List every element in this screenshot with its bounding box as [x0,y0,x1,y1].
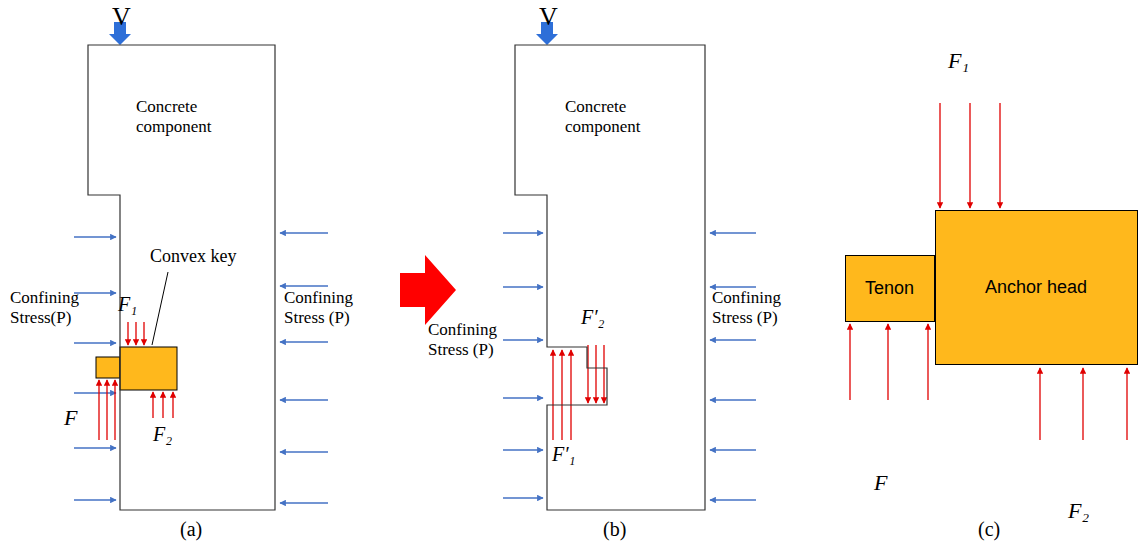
arrow [74,342,116,343]
arrow [1039,368,1040,440]
arrow [127,322,128,345]
arrow [849,324,850,400]
node-text: Anchor head [985,277,1087,298]
force-label: F₂ [1068,498,1089,523]
arrow [969,103,970,208]
arrow [503,232,543,233]
part-box: Anchor head [935,210,1138,365]
concrete-component: Concrete component [88,45,275,510]
arrow [280,341,328,342]
arrow [114,380,115,440]
arrow [595,345,596,403]
arrow [1126,368,1127,440]
panel-label: (a) [180,518,202,541]
arrow [74,499,116,500]
arrow [172,392,173,418]
panel-label: (c) [978,518,1000,541]
load-label: V [112,2,131,32]
arrow [887,324,888,400]
arrow [939,103,940,208]
arrow [280,451,328,452]
stress-label: Confining Stress(P) [10,288,110,327]
arrow [162,392,163,418]
arrow [710,339,756,340]
arrow [552,350,553,440]
part-box: Tenon [845,255,935,322]
load-label: V [539,2,558,32]
arrow [710,449,756,450]
node-text: Concrete component [136,97,246,136]
arrow [74,292,116,293]
convex-key [96,347,177,390]
panel-label: (b) [603,518,626,541]
arrow [503,497,543,498]
arrow [710,232,756,233]
node-text: Tenon [865,278,914,299]
arrow [135,322,136,345]
callout-label: Convex key [150,246,236,267]
arrow [74,447,116,448]
arrow [98,380,99,440]
stress-label: Confining Stress (P) [712,288,812,327]
arrow [280,399,328,400]
arrow [710,399,756,400]
force-label: F₁ [118,293,137,316]
concrete-component: Concrete component [515,45,705,510]
arrow [152,392,153,418]
arrow [106,380,107,440]
node-text: Concrete component [565,97,675,136]
arrow [280,285,328,286]
arrow [1082,368,1083,440]
force-label: F [874,470,887,495]
arrow [603,345,604,403]
arrow [280,232,328,233]
transition-arrow [400,255,456,325]
stress-label: Confining Stress (P) [284,288,384,327]
load-arrow [109,22,558,45]
arrow [503,286,543,287]
arrow [74,236,116,237]
arrow [999,103,1000,208]
stress-label: Confining Stress (P) [428,320,528,359]
arrow [280,502,328,503]
arrow [710,286,756,287]
force-label: F₂ [153,423,172,446]
leader-line [152,272,168,345]
arrow [710,499,756,500]
arrow [503,397,543,398]
arrow [503,449,543,450]
arrow [74,392,116,393]
arrow [570,350,571,440]
confining-arrows [74,233,756,503]
force-label: F₁ [948,48,969,73]
arrow [561,350,562,440]
force-label: F′₁ [552,443,576,466]
force-label: F′₂ [581,306,605,329]
arrow [503,339,543,340]
arrow [927,324,928,400]
arrow [143,322,144,345]
force-label: F [64,405,77,430]
